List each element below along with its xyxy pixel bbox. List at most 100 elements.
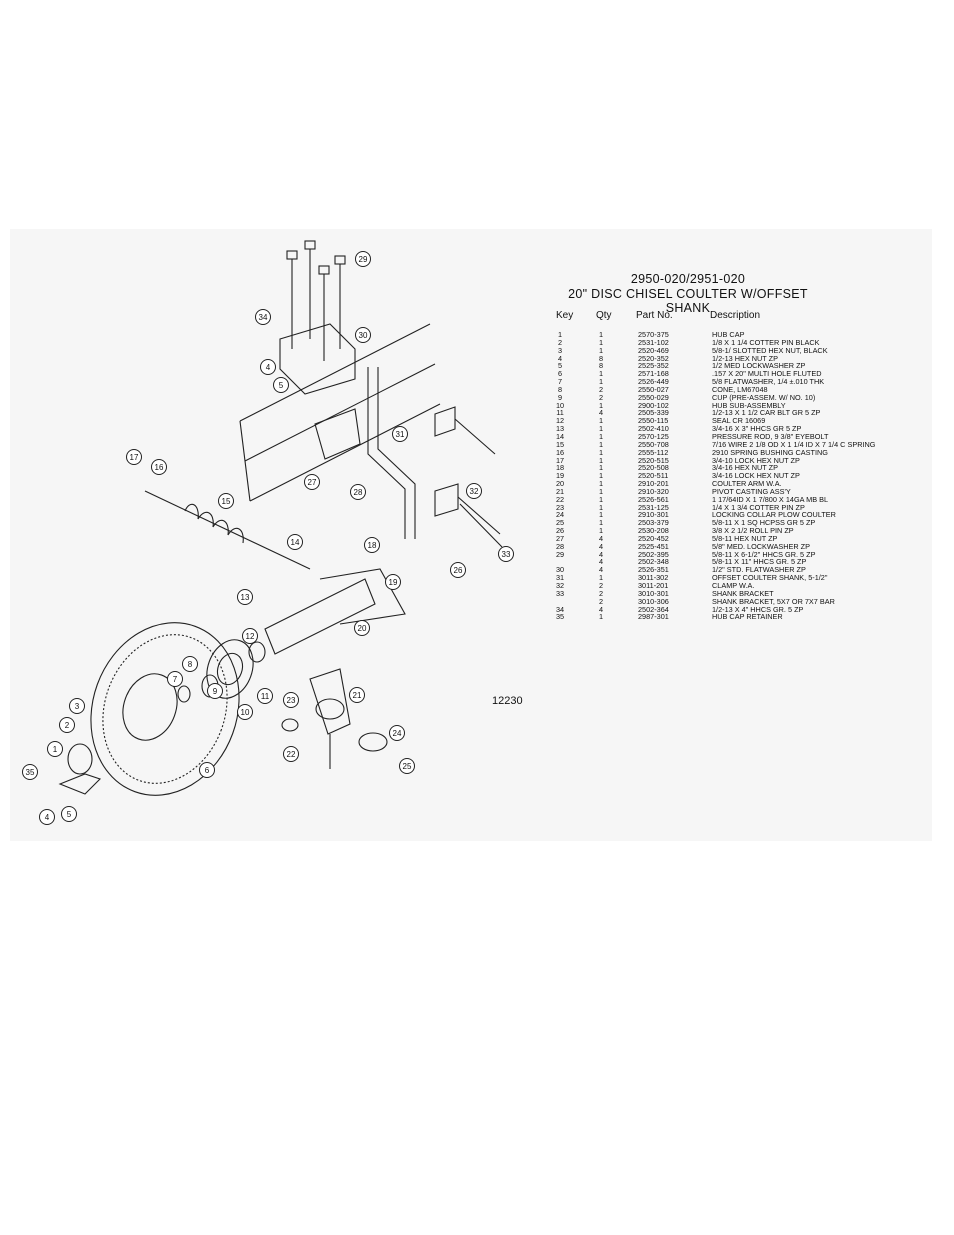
callout-bubble: 10 xyxy=(237,704,253,720)
part-qty: 1 xyxy=(598,337,604,347)
column-header-description: Description xyxy=(710,310,761,321)
part-number: 2987-301 xyxy=(638,612,669,622)
part-key: 15 xyxy=(555,439,565,449)
part-qty: 2 xyxy=(598,392,604,402)
callout-bubble: 6 xyxy=(199,762,215,778)
part-description: SEAL CR 16069 xyxy=(712,416,766,426)
part-key: 32 xyxy=(555,581,565,590)
part-description: 1/2-13 X 1 1/2 CAR BLT GR 5 ZP xyxy=(712,408,821,418)
part-number: 2550-029 xyxy=(638,392,669,402)
part-number: 2526-449 xyxy=(638,377,669,387)
drawing-sheet xyxy=(10,229,932,841)
column-header-qty: Qty xyxy=(596,310,612,321)
part-number: 2910-201 xyxy=(638,479,669,489)
part-number: 2910-320 xyxy=(638,486,669,496)
part-description: 5/8-11 HEX NUT ZP xyxy=(712,533,778,543)
callout-bubble: 9 xyxy=(207,683,223,699)
part-number: 2520-515 xyxy=(638,455,669,465)
callout-circle xyxy=(237,704,253,720)
callout-number: 28 xyxy=(354,488,363,497)
part-key: 27 xyxy=(555,533,565,543)
part-qty: 1 xyxy=(598,330,604,339)
part-description: 5/8 FLATWASHER, 1/4 ±.010 THK xyxy=(712,377,825,387)
part-key: 35 xyxy=(555,612,565,622)
part-key: 33 xyxy=(555,588,565,598)
part-description: PRESSURE ROD, 9 3/8" EYEBOLT xyxy=(712,431,829,441)
callout-circle xyxy=(22,764,38,780)
part-description: .157 X 20" MULTI HOLE FLUTED xyxy=(712,369,822,379)
callout-bubble: 16 xyxy=(151,459,167,475)
part-qty: 4 xyxy=(598,565,604,575)
part-number: 2550-708 xyxy=(638,439,669,449)
callout-bubble: 2 xyxy=(59,717,75,733)
callout-number: 6 xyxy=(205,766,210,775)
callout-bubble: 25 xyxy=(399,758,415,774)
spring xyxy=(184,503,244,544)
callout-number: 34 xyxy=(259,313,268,322)
callout-bubble: 11 xyxy=(257,688,273,704)
callout-number: 5 xyxy=(279,381,284,390)
part-number: 2531-125 xyxy=(638,502,669,512)
callout-number: 33 xyxy=(502,550,511,559)
shank-bracket-top xyxy=(279,323,356,395)
part-qty: 1 xyxy=(598,510,604,520)
callout-number: 17 xyxy=(130,453,139,462)
column-header-key: Key xyxy=(556,310,574,321)
drawing-number: 12230 xyxy=(492,695,523,707)
callout-bubble: 23 xyxy=(283,692,299,708)
part-qty: 1 xyxy=(598,573,604,583)
part-number: 2910-301 xyxy=(638,510,669,520)
callout-circle xyxy=(255,309,271,325)
part-number: 2525-352 xyxy=(638,361,669,371)
callout-circle xyxy=(389,725,405,741)
part-description: COULTER ARM W.A. xyxy=(712,479,782,489)
callout-bubble: 32 xyxy=(466,483,482,499)
callout-circle xyxy=(167,671,183,687)
callout-circle xyxy=(69,698,85,714)
part-number: 2555-112 xyxy=(638,447,669,457)
assembly-title: 20" DISC CHISEL COULTER W/OFFSET SHANK xyxy=(568,287,808,315)
flat-washer xyxy=(281,718,299,732)
callout-bubble: 33 xyxy=(498,546,514,562)
pressure-rod xyxy=(144,490,311,570)
seal xyxy=(248,641,266,663)
part-description: 1/2 MED LOCKWASHER ZP xyxy=(712,361,806,371)
part-key: 20 xyxy=(555,479,565,489)
part-description: LOCKING COLLAR PLOW COULTER xyxy=(712,510,836,520)
part-description: 3/4-10 LOCK HEX NUT ZP xyxy=(712,455,800,465)
callout-number: 13 xyxy=(241,593,250,602)
part-qty: 1 xyxy=(598,471,604,481)
part-number: 2520-352 xyxy=(638,353,669,363)
callout-circle xyxy=(47,741,63,757)
callout-bubble: 3 xyxy=(69,698,85,714)
callout-bubble: 34 xyxy=(255,309,271,325)
callout-number: 3 xyxy=(75,702,80,711)
part-key: 23 xyxy=(555,502,565,512)
washer xyxy=(177,685,191,703)
callout-number: 24 xyxy=(393,729,402,738)
part-key: 13 xyxy=(555,424,565,434)
part-key: 24 xyxy=(555,510,565,520)
callout-number: 19 xyxy=(389,578,398,587)
part-description: 1/8 X 1 1/4 COTTER PIN BLACK xyxy=(712,337,820,347)
callout-circle xyxy=(237,589,253,605)
callout-bubble: 18 xyxy=(364,537,380,553)
part-number: 2530-208 xyxy=(638,526,669,536)
callout-bubble: 4 xyxy=(260,359,276,375)
part-description: 5/8-11 X 11" HHCS GR. 5 ZP xyxy=(712,557,807,567)
callout-circle xyxy=(39,809,55,825)
callout-circle xyxy=(260,359,276,375)
hub-cap-retainer xyxy=(58,773,102,795)
callout-circle xyxy=(199,762,215,778)
